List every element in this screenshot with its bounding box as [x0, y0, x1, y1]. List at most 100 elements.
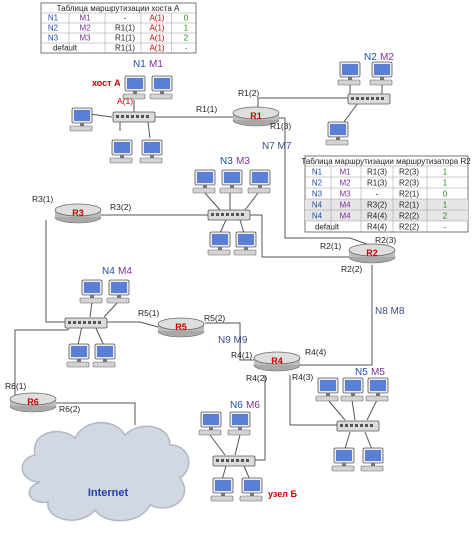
pc[interactable] [331, 447, 355, 472]
pc[interactable] [198, 411, 222, 436]
table-cell: N3 [48, 34, 59, 43]
table-cell: M4 [339, 212, 351, 221]
router-r4[interactable]: R4 [253, 351, 301, 372]
table-cell: R2(2) [399, 212, 419, 221]
table-cell: - [444, 223, 447, 232]
port-r6-1: R6(1) [5, 381, 26, 391]
router-r5[interactable]: R5 [157, 317, 205, 338]
port-r4-2: R4(2) [246, 373, 267, 383]
table-cell: M2 [79, 24, 91, 33]
m1-label: M1 [149, 59, 163, 70]
row-highlight [305, 210, 468, 221]
pc[interactable] [325, 121, 349, 146]
router-label: R3 [72, 208, 84, 218]
table-cell: R4(4) [367, 223, 387, 232]
table-cell: N2 [48, 24, 59, 33]
port-r6-2: R6(2) [59, 404, 80, 414]
router-r3[interactable]: R3 [54, 203, 102, 224]
table-cell: R1(1) [115, 44, 135, 53]
n7-label: N7 M7 [262, 141, 292, 152]
port-r2-2: R2(2) [341, 264, 362, 274]
pc[interactable] [365, 377, 389, 402]
n8-label: N8 M8 [375, 306, 405, 317]
router-r1[interactable]: R1 [232, 106, 280, 127]
pc[interactable] [109, 139, 133, 164]
table-cell: N3 [312, 190, 323, 199]
pc[interactable] [139, 139, 163, 164]
pc[interactable] [192, 169, 216, 194]
m4-label: M4 [118, 266, 132, 277]
network-labels: N1 M1 N2 M2 N3 M3 N4 M4 N5 M5 N6 M6 N7 M… [102, 52, 405, 411]
table-cell: N1 [48, 14, 59, 23]
table-cell: - [376, 190, 379, 199]
table-cell: R2(1) [399, 190, 419, 199]
port-r3-1: R3(1) [32, 194, 53, 204]
pc[interactable] [227, 411, 251, 436]
table-cell: M2 [339, 179, 351, 188]
m5-label: M5 [371, 367, 385, 378]
table-cell: M1 [339, 168, 351, 177]
table-cell: N2 [312, 179, 323, 188]
m3-label: M3 [236, 156, 250, 167]
row-highlight [305, 199, 468, 210]
pc[interactable] [337, 61, 361, 86]
router-r6[interactable]: R6 [9, 392, 57, 413]
host-a-label: хост А [92, 78, 121, 88]
port-r5-1: R5(1) [138, 308, 159, 318]
table-cell: - [185, 44, 188, 53]
n1-hub [112, 111, 156, 123]
table-cell: R1(3) [367, 179, 387, 188]
table-cell: 1 [443, 201, 448, 210]
table-cell: M3 [79, 34, 91, 43]
n4-label: N4 [102, 266, 115, 277]
table-cell: N1 [312, 168, 323, 177]
pc[interactable] [66, 343, 90, 368]
port-a1: A(1) [117, 96, 133, 106]
router-label: R4 [271, 356, 283, 366]
pc[interactable] [247, 169, 271, 194]
n2-label: N2 [364, 52, 377, 63]
table-cell: R3(2) [367, 201, 387, 210]
n3-hub [207, 209, 251, 221]
port-r4-3: R4(3) [292, 372, 313, 382]
table-cell: R1(3) [367, 168, 387, 177]
table-cell: default [53, 44, 78, 53]
table-title: Таблица маршрутизации маршрутизатора R2 [301, 157, 471, 166]
table-cell: 0 [184, 14, 189, 23]
pc[interactable] [219, 169, 243, 194]
router-r2[interactable]: R2 [348, 243, 396, 264]
host-b-pc[interactable] [239, 477, 263, 502]
port-labels: A(1) R1(1) R1(2) R1(3) R2(1) R2(2) R2(3)… [5, 88, 396, 414]
pc[interactable] [149, 75, 173, 100]
m6-label: M6 [246, 400, 260, 411]
table-cell: 0 [443, 190, 448, 199]
port-r1-2: R1(2) [238, 88, 259, 98]
pc[interactable] [106, 279, 130, 304]
table-cell: R4(4) [367, 212, 387, 221]
port-r3-2: R3(2) [110, 202, 131, 212]
m2-label: M2 [380, 52, 394, 63]
n3-label: N3 [220, 156, 233, 167]
pc[interactable] [340, 377, 364, 402]
table-cell: R2(1) [399, 201, 419, 210]
table-cell: A(1) [149, 24, 164, 33]
pc[interactable] [315, 377, 339, 402]
pc[interactable] [207, 231, 231, 256]
table-cell: 1 [184, 24, 189, 33]
pc[interactable] [92, 343, 116, 368]
table-cell: N4 [312, 212, 323, 221]
pc[interactable] [369, 61, 393, 86]
n6-hub [212, 455, 256, 467]
pc[interactable] [79, 279, 103, 304]
connection-lines [14, 78, 383, 481]
router-label: R2 [366, 248, 378, 258]
table-cell: A(1) [149, 14, 164, 23]
pc[interactable] [69, 107, 93, 132]
table-cell: 2 [184, 34, 189, 43]
pc[interactable] [360, 447, 384, 472]
pc[interactable] [210, 477, 234, 502]
router-label: R5 [175, 322, 187, 332]
pc[interactable] [233, 231, 257, 256]
